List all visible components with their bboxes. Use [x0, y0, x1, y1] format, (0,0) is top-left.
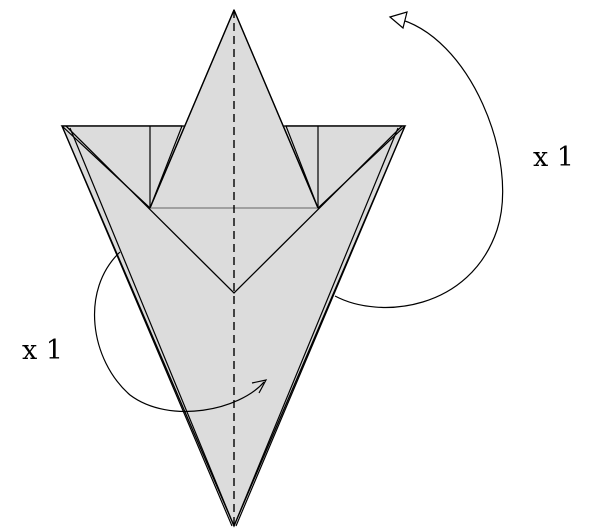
left-edge-outer	[61, 125, 233, 527]
right-double-edge	[233, 127, 399, 527]
right-repeat-label: x 1	[533, 142, 574, 173]
left-curved-arrow-icon	[93, 251, 268, 413]
left-repeat-label: x 1	[22, 335, 63, 366]
folded-paper-model	[60, 9, 407, 528]
right-curved-arrow-icon	[334, 11, 504, 309]
inner-v-fold	[65, 125, 403, 294]
left-double-edge	[69, 127, 235, 527]
right-edge-outer	[235, 125, 406, 527]
